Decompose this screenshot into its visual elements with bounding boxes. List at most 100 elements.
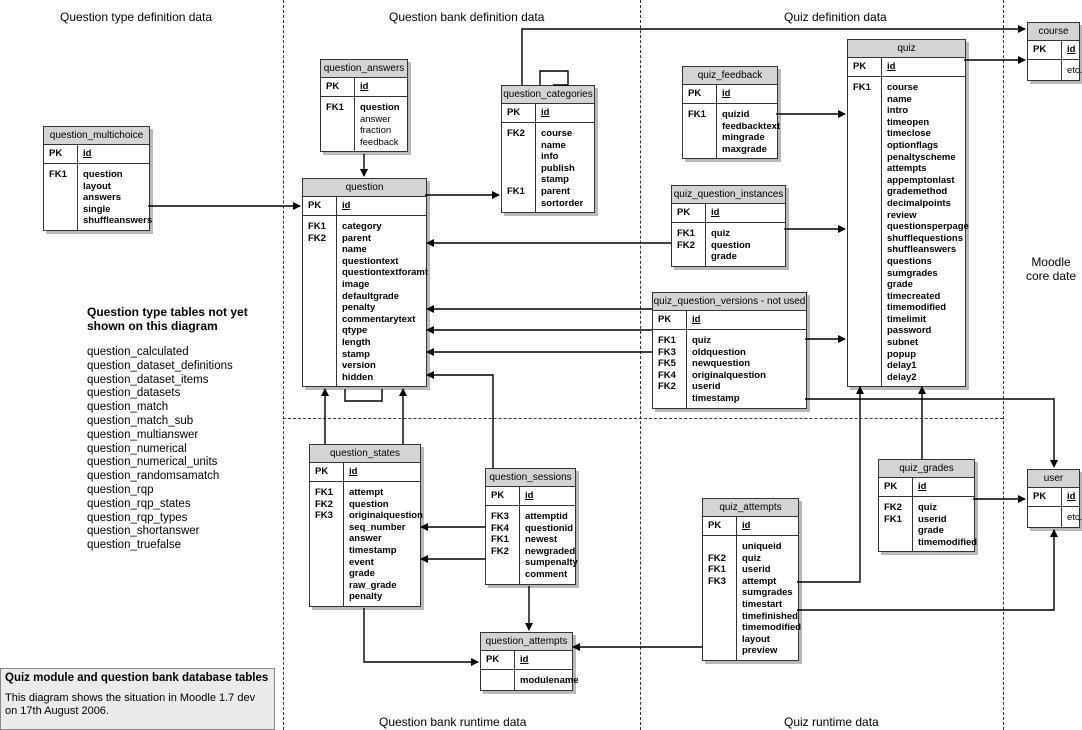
key-label: FK5 [658,358,676,370]
field: appemptonlast [887,174,955,186]
key-label: FK3 [491,511,509,522]
field: userid [918,513,947,525]
pk-label: PK [326,81,340,92]
field: answers [83,192,122,204]
field: question [360,102,400,113]
field-column: etc... [1061,60,1082,80]
field: layout [742,633,770,645]
field: info [541,151,559,163]
field: qtype [342,325,368,337]
field: originalquestion [692,369,766,381]
field: newest [525,534,558,546]
field: stamp [342,348,370,360]
field: userid [692,381,721,393]
key-label: FK3 [658,346,676,358]
divider-right [1003,0,1004,730]
key-label: FK3 [708,575,726,587]
key-label: FK3 [315,510,333,522]
field: quiz [742,552,761,564]
field: image [342,278,370,290]
field: mingrade [722,132,765,144]
pending-table-item: question_match [87,401,169,414]
pk-label: PK [688,88,702,99]
key-column: FK1 [44,169,77,227]
field: attempt [349,487,384,498]
pending-table-item: question_numerical [87,442,187,455]
key-label: FK1 [853,82,871,93]
field: decimalpoints [887,197,951,209]
pending-table-item: question_datasets [87,387,181,400]
field: sumgrades [742,587,793,599]
primary-key-field: id [535,104,594,122]
field: popup [887,348,917,360]
field: penalty [349,591,383,603]
field: course [541,128,573,139]
fields-section: etc... [1028,60,1082,80]
field: timeclose [887,128,931,140]
pending-table-item: question_shortanswer [87,525,200,538]
field: timecreated [887,290,941,302]
pending-table-item: question_rqp_states [87,497,191,510]
link-categories-course [521,25,1026,85]
key-label: FK1 [677,228,695,239]
primary-key-field: id [716,85,777,103]
region-title-question-type-definition: Question type definition data [60,10,213,24]
field: version [342,360,376,372]
field: single [83,203,111,215]
primary-key-field: id [686,311,806,329]
primary-key-field: id [354,78,407,96]
primary-key-field: id [336,197,426,215]
table-name: quiz_grades [879,460,974,478]
legend-title: Quiz module and question bank database t… [5,672,269,684]
table-name: question_multichoice [44,127,149,145]
field: timestart [742,598,783,610]
field: originalquestion [349,510,423,522]
field: timemodified [887,302,947,314]
region-title-quiz-runtime: Quiz runtime data [784,715,879,729]
key-label: FK1 [507,185,525,197]
region-title-question-bank-runtime: Question bank runtime data [379,715,527,729]
field: questionid [525,522,574,534]
divider-runtime [283,418,1003,419]
field: question [349,498,389,510]
table-name: course [1028,23,1079,41]
field: fraction [360,125,392,137]
field: feedbacktext [722,120,781,132]
key-label: FK4 [491,522,509,534]
pk-label: PK [708,520,722,531]
primary-key-field: id [343,463,420,481]
field: sumpenalty [525,557,578,569]
field: seq_number [349,521,406,533]
pk-label: PK [315,466,329,477]
key-label: FK1 [658,335,676,346]
key-column: FK1 [321,102,354,148]
field: quiz [692,335,711,346]
field: raw_grade [349,579,397,591]
primary-key-row: PK id [310,463,420,482]
link-question-self [344,389,383,402]
field: timestamp [692,392,740,404]
field: comment [525,568,568,580]
field: answer [360,113,391,125]
diagram-legend: Quiz module and question bank database t… [0,668,275,730]
field: name [342,244,367,256]
field: parent [541,185,571,197]
field: timestamp [349,544,397,556]
pk-label: PK [677,207,691,218]
